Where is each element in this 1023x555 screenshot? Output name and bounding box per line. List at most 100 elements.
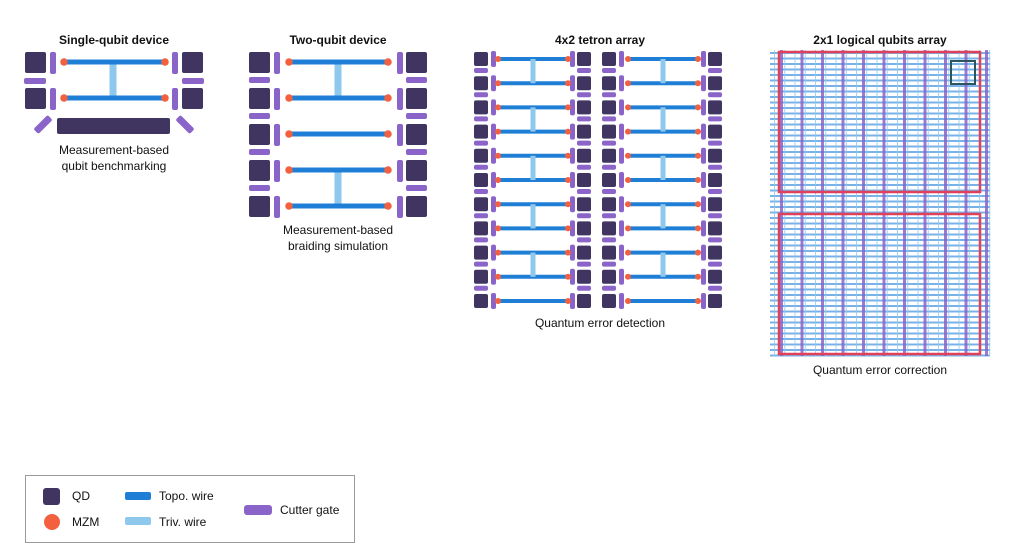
cutter-gate xyxy=(274,124,280,146)
mzm xyxy=(695,249,701,256)
topo-wire xyxy=(770,239,990,241)
mzm xyxy=(695,177,701,183)
cutter-gate xyxy=(397,52,403,74)
triv-wire xyxy=(334,62,342,98)
topo-wire xyxy=(770,173,990,175)
mzm xyxy=(495,104,501,111)
topo-wire xyxy=(770,277,990,280)
triv-wire xyxy=(109,62,117,98)
cutter-gate xyxy=(406,113,427,119)
mzm xyxy=(625,104,631,111)
topo-wire xyxy=(770,316,990,318)
qd-swatch xyxy=(43,488,60,505)
cutter-gate xyxy=(701,244,706,261)
quantum-dot xyxy=(182,52,203,73)
cutter-gate xyxy=(619,220,624,237)
mzm xyxy=(565,104,571,111)
quantum-dot xyxy=(577,124,591,139)
cutter-gate xyxy=(491,51,496,67)
panel-caption-tetron: Quantum error detection xyxy=(500,315,700,331)
topo-wire xyxy=(770,233,990,236)
cutter-gate xyxy=(406,77,427,83)
triv-wire xyxy=(927,50,929,356)
cutter-gate xyxy=(602,261,616,267)
cutter-gate xyxy=(602,164,616,170)
quantum-dot xyxy=(406,160,427,181)
cutter-gate xyxy=(249,185,270,191)
mzm xyxy=(625,56,631,62)
cutter-gate xyxy=(474,68,488,73)
triv-wire xyxy=(845,50,847,356)
cutter-gate xyxy=(602,237,616,243)
cutter-gate xyxy=(491,75,496,92)
quantum-dot xyxy=(182,88,203,109)
topo-wire xyxy=(770,349,990,351)
cutter-gate xyxy=(619,123,624,140)
quantum-dot xyxy=(708,221,722,236)
mzm xyxy=(695,201,701,208)
triv-wire xyxy=(825,50,827,356)
quantum-dot xyxy=(577,221,591,236)
mzm xyxy=(285,166,293,174)
topo-wire xyxy=(770,90,990,93)
cutter-gate xyxy=(985,50,988,356)
mzm xyxy=(565,152,571,159)
topo-wire xyxy=(289,131,388,137)
quantum-dot xyxy=(474,294,488,308)
panel-caption-single: Measurement-based qubit benchmarking xyxy=(40,142,188,174)
triv-wire xyxy=(897,50,898,356)
mzm xyxy=(495,177,501,183)
mzm xyxy=(695,128,701,135)
cutter-swatch xyxy=(244,505,272,515)
triv-wire xyxy=(774,50,775,356)
legend-label-mzm: MZM xyxy=(72,515,100,529)
topo-wire xyxy=(770,206,990,208)
triv-wire xyxy=(530,252,536,277)
quantum-dot xyxy=(602,100,616,115)
topo-wire xyxy=(770,74,990,76)
caption-line: Measurement-based xyxy=(282,223,394,237)
cutter-gate xyxy=(619,75,624,92)
quantum-dot xyxy=(577,173,591,187)
quantum-dot xyxy=(474,221,488,236)
cutter-gate xyxy=(397,124,403,146)
quantum-dot xyxy=(406,196,427,217)
cutter-gate xyxy=(708,285,722,291)
cutter-gate xyxy=(701,99,706,116)
cutter-gate xyxy=(800,50,804,356)
mzm xyxy=(495,298,501,304)
cutter-gate xyxy=(708,164,722,170)
triv-wire xyxy=(660,59,666,84)
legend-label-cutter: Cutter gate xyxy=(280,503,340,517)
mzm-swatch xyxy=(44,514,60,530)
topo-wire xyxy=(770,217,990,219)
triv-wire xyxy=(866,50,868,356)
triv-wire xyxy=(835,50,837,356)
quantum-dot xyxy=(249,196,270,217)
cutter-gate xyxy=(570,147,575,164)
cutter-gate xyxy=(701,123,706,140)
mzm xyxy=(695,298,701,304)
topo-wire xyxy=(770,354,990,357)
cutter-gate xyxy=(701,51,706,67)
topo-wire xyxy=(770,283,990,285)
mzm xyxy=(565,225,571,232)
mzm xyxy=(625,177,631,183)
quantum-dot xyxy=(708,100,722,115)
cutter-gate xyxy=(474,116,488,122)
mzm xyxy=(495,225,501,232)
cutter-gate xyxy=(602,68,616,73)
cutter-gate xyxy=(274,88,280,110)
mzm xyxy=(565,56,571,62)
cutter-gate xyxy=(708,116,722,122)
cutter-gate xyxy=(708,140,722,146)
quantum-dot xyxy=(474,245,488,260)
quantum-dot xyxy=(602,148,616,163)
topo-wire xyxy=(770,343,990,346)
triv-wire xyxy=(907,50,909,356)
cutter-gate xyxy=(249,77,270,83)
mzm xyxy=(285,130,293,138)
topo-wire xyxy=(770,288,990,291)
topo-wire xyxy=(770,327,990,329)
mzm xyxy=(695,80,701,87)
